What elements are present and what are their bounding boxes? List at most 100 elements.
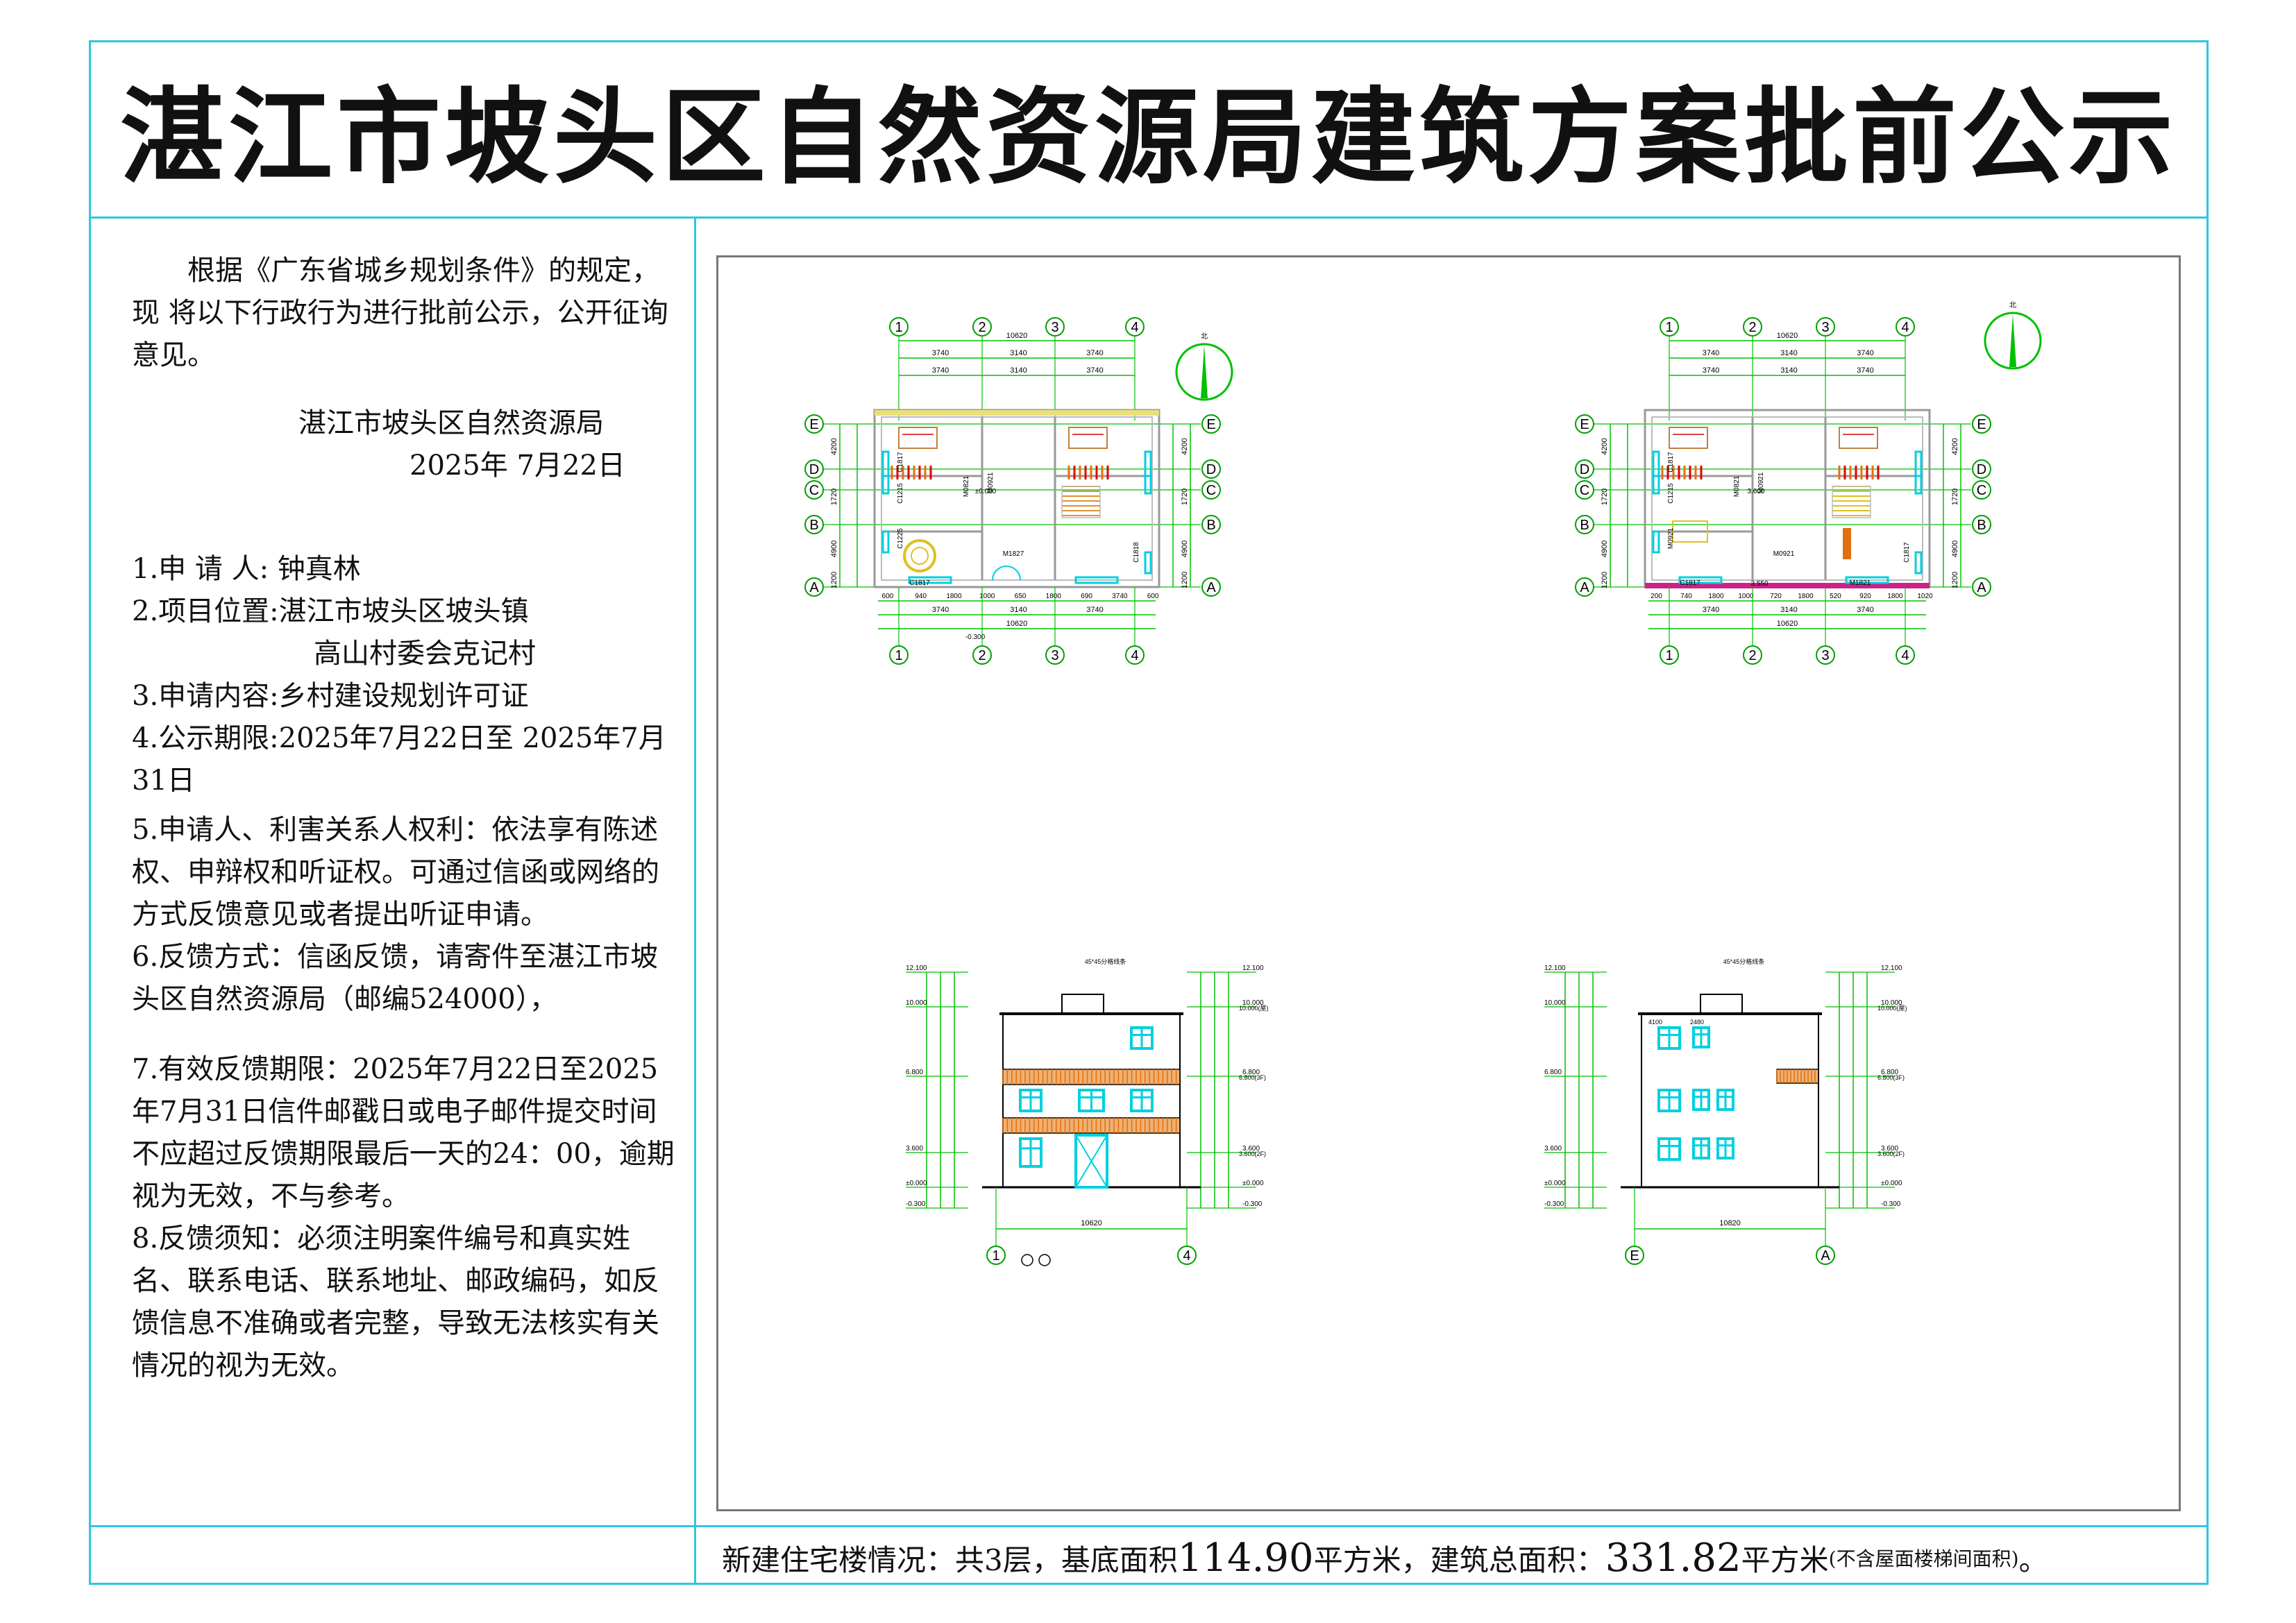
room-label-0: C1817: [1667, 452, 1675, 473]
stair-penthouse: [1700, 994, 1743, 1014]
elev-level-r-4: ±0.000: [1242, 1180, 1264, 1187]
side-dim-r-2: 4900: [1951, 541, 1959, 557]
entry-door-swing-2: [1006, 566, 1021, 581]
plan-window-5: [1914, 551, 1923, 575]
room-label-0: C1817: [897, 452, 904, 473]
eave-band: [875, 410, 1159, 416]
plan-window-1: [1652, 475, 1660, 495]
room-label-3: M0921: [1757, 472, 1765, 493]
axis-left-3-circle: [1575, 515, 1594, 534]
axis-top-3-circle: [1896, 317, 1915, 337]
axis-bottom-1-circle: [1743, 645, 1762, 665]
room-label-7: C1817: [1680, 579, 1700, 587]
elev-level-5: -0.300: [906, 1200, 926, 1208]
plan-window-bottom-0: [1678, 576, 1723, 584]
bottom-dim-6: 690: [1081, 593, 1092, 600]
stair-penthouse: [1061, 994, 1104, 1014]
elev-level-tag-0: 10.000(屋): [1877, 1005, 1907, 1012]
plan-level: ±0.000: [975, 488, 997, 495]
building-outline: [1641, 1013, 1819, 1188]
bed-0: [1669, 427, 1708, 449]
axis-bottom-3-label: 4: [1901, 648, 1909, 663]
bottom-dim-2: 1800: [1708, 593, 1724, 600]
axis-left-2-circle: [1575, 480, 1594, 500]
side-dim-1: 1720: [1601, 488, 1609, 505]
bottom-dim-6: 520: [1830, 593, 1841, 600]
page-title: 湛江市坡头区自然资源局建筑方案批前公示: [119, 77, 2177, 198]
side-dim-0: 4200: [830, 438, 838, 454]
elev-axis-bubble-0-circle: [1625, 1246, 1644, 1265]
axis-right-1-circle: [1972, 459, 1991, 479]
bottom-dim2-2: 3740: [1857, 606, 1873, 614]
bottom-dim2-2: 3740: [1086, 606, 1103, 614]
elev-level-r-1: 10.000: [1242, 999, 1264, 1007]
dim-total-top: 10620: [1777, 332, 1798, 340]
axis-bottom-3-circle: [1125, 645, 1145, 665]
axis-right-3-label: B: [1977, 518, 1986, 533]
axis-bottom-2-label: 3: [1821, 648, 1829, 663]
bottom-dim2-1: 3140: [1010, 606, 1027, 614]
plan-window-1: [881, 475, 890, 495]
room-label-6: C1817: [1903, 542, 1911, 563]
axis-right-1-label: D: [1977, 462, 1986, 477]
axis-top-3-circle: [1125, 317, 1145, 337]
axis-right-4-label: A: [1206, 580, 1216, 595]
side-dim-2: 4900: [830, 541, 838, 557]
entry-door-swing: [992, 566, 1007, 581]
item-feedback-deadline: 7.有效反馈期限：2025年7月22日至2025年7月31日信件邮戳日或电子邮件…: [132, 1053, 675, 1212]
bottom-dim-total: 10620: [1006, 620, 1028, 628]
bottom-dim-3: 1000: [979, 593, 995, 600]
footer-total-area: 331.82: [1605, 1535, 1741, 1581]
mark-circle-2: [1038, 1254, 1051, 1266]
axis-right-4-circle: [1201, 577, 1221, 597]
north-arrow-1-label: 北: [1201, 332, 1208, 341]
side-dim-r-3: 1200: [1181, 572, 1189, 588]
elev-level-1: 10.000: [1544, 999, 1566, 1007]
column-divider: [694, 216, 696, 1585]
elev-level-2: 6.800: [1544, 1069, 1562, 1076]
dim-top2-2: 3740: [1857, 366, 1873, 375]
room-label-5: M0921: [1773, 550, 1795, 558]
axis-left-3-circle: [804, 515, 824, 534]
axis-left-1-circle: [1575, 459, 1594, 479]
axis-right-1-label: D: [1206, 462, 1216, 477]
dim-top-0: 3740: [932, 349, 949, 357]
elev-level-r-5: -0.300: [1881, 1200, 1901, 1208]
elev-level-1: 10.000: [906, 999, 927, 1007]
elev-level-r-3: 3.600: [1881, 1145, 1898, 1153]
elev-axis-bubble-1-circle: [1177, 1246, 1197, 1265]
axis-top-0-label: 1: [1665, 320, 1673, 335]
inner-wall: [1651, 416, 1923, 581]
bottom-dim-4: 650: [1015, 593, 1027, 600]
elev-axis-bubble-0-label: 1: [992, 1248, 999, 1264]
axis-bottom-2-circle: [1045, 645, 1065, 665]
elev-note: 45*45分格线条: [1085, 958, 1126, 965]
side-dim-1: 1720: [830, 488, 838, 505]
elev-level-tag-2: 3.600(2F): [1877, 1150, 1905, 1157]
dim-top2-0: 3740: [1703, 366, 1719, 375]
axis-top-2-label: 3: [1051, 320, 1058, 335]
side-dim-r-3: 1200: [1951, 572, 1959, 588]
axis-left-1-circle: [804, 459, 824, 479]
item-period: 4.公示期限:2025年7月22日至 2025年7月 31日: [132, 722, 666, 797]
axis-left-0-circle: [804, 414, 824, 434]
axis-top-3-label: 4: [1901, 320, 1909, 335]
axis-bottom-1-label: 2: [1748, 648, 1756, 663]
bottom-dim-9: 1020: [1917, 593, 1933, 600]
axis-left-2-label: C: [1580, 483, 1589, 498]
axis-right-2-label: C: [1206, 483, 1216, 498]
room-label-1: C1215: [1667, 483, 1675, 504]
elev-level-3: 3.600: [1544, 1145, 1562, 1153]
elev-level-r-5: -0.300: [1242, 1200, 1263, 1208]
elev-level-tag-1: 6.800(3F): [1877, 1074, 1905, 1081]
elev-level-tag-2: 3.600(2F): [1239, 1150, 1266, 1157]
elev-level-r-0: 12.100: [1242, 965, 1264, 972]
dining-table-inner: [911, 547, 929, 565]
footer-mid: 平方米，建筑总面积：: [1313, 1543, 1605, 1577]
bottom-dim-5: 1800: [1046, 593, 1062, 600]
elev-level-2: 6.800: [906, 1069, 923, 1076]
axis-right-3-circle: [1972, 515, 1991, 534]
north-arrow-2-needle: [2009, 314, 2016, 367]
